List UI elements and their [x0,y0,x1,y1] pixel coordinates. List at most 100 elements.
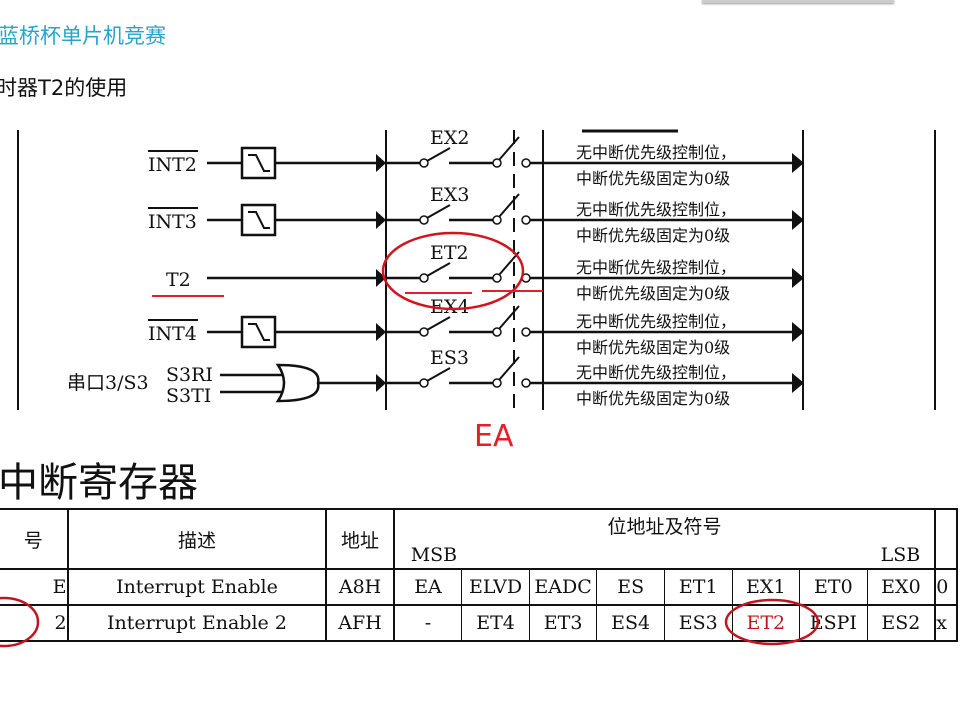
interrupt-diagram: INT2 EX2 无中断优先级控制位， 中断优先级固定为0级 INT3 EX3 无中断优先级… [17,127,936,410]
bit-cell: ES3 [663,606,732,640]
edge-glyph [248,154,270,172]
header-bits-title: 位地址及符号 [607,516,722,538]
priority-note: 中断优先级固定为0级 [576,389,730,408]
cell-addr: AFH [325,604,395,642]
switch-contact [521,273,531,283]
switch-lever [426,204,451,219]
bit-cell: EA [414,576,442,598]
header-desc: 描述 [66,508,328,570]
priority-note: 无中断优先级控制位， [576,363,736,382]
falling-edge-icon [240,203,277,237]
ea-switch-lever [498,193,520,218]
bit-cell: ET3 [528,606,597,640]
edge-glyph [248,211,270,229]
header-msb: MSB [410,544,458,566]
ea-switch-lever [498,251,520,276]
source-label: INT2 [148,154,197,176]
source-label: S3RI [166,364,213,386]
lesson-title: 时器T2的使用 [0,76,128,100]
switch-lever [426,316,451,331]
switch-contact [419,378,429,388]
enable-switch-label: EX3 [430,184,469,206]
source-label: T2 [166,269,191,291]
switch-contact [492,327,502,337]
bit-cell: ET1 [663,570,732,604]
switch-contact [521,327,531,337]
bit-cell: EX1 [731,570,800,604]
arrow-icon [792,210,804,230]
priority-note: 无中断优先级控制位， [576,200,736,219]
bit-cell: EX0 [866,570,935,604]
cell-desc: Interrupt Enable 2 [66,604,328,642]
source-label: INT3 [148,211,197,233]
switch-contact [492,378,502,388]
switch-contact [492,158,502,168]
source-label: INT4 [148,323,197,345]
cell-tail: 0 [934,568,958,606]
bit-cell: ES2 [866,606,935,640]
bit-cell: ELVD [461,570,529,604]
switch-lever [426,262,451,277]
switch-contact [521,378,531,388]
priority-note: 中断优先级固定为0级 [576,169,730,188]
header-lsb: LSB [880,544,921,566]
bit-cell: EADC [528,570,597,604]
cell-addr: A8H [325,568,395,606]
arrow-icon [376,211,386,229]
arrow-icon [792,373,804,393]
cell-desc: Interrupt Enable [66,568,328,606]
switch-contact [521,215,531,225]
header-addr: 地址 [325,508,395,570]
bit-cell: ES [596,570,664,604]
or-gate-icon [275,363,320,403]
bit-cell: ET4 [461,606,529,640]
bit-cell: ET2 [731,606,800,640]
switch-lever [426,147,451,162]
falling-edge-icon [240,315,277,349]
register-table: 号 描述 地址 位地址及符号 MSB LSB E Interrupt Enabl… [0,508,958,642]
bit-cell: ESPI [799,606,867,640]
section-title: 中断寄存器 [0,460,198,506]
switch-lever [426,367,451,382]
edge-glyph [248,323,270,341]
enable-switch-label: ES3 [430,347,469,369]
arrow-icon [376,323,386,341]
priority-note: 中断优先级固定为0级 [576,338,730,357]
header-bits: 位地址及符号 MSB LSB [392,508,937,570]
enable-switch-label: ET2 [430,242,469,264]
header-symbol: 号 [0,508,69,570]
arrow-icon [376,374,386,392]
ea-switch-lever [498,136,520,161]
cell-symbol: 2 [0,604,69,642]
enable-switch-label: EX4 [430,296,469,318]
priority-note: 中断优先级固定为0级 [576,284,730,303]
cell-tail: x [934,604,958,642]
cell-symbol: E [0,568,69,606]
table-header-row: 号 描述 地址 位地址及符号 MSB LSB [0,508,958,570]
source-label: S3TI [166,385,211,407]
header-tail [934,508,958,570]
priority-note: 无中断优先级控制位， [576,258,736,277]
switch-contact [419,215,429,225]
arrow-icon [376,269,386,287]
bit-cell: ES4 [596,606,664,640]
ea-switch-lever [498,305,520,330]
switch-contact [419,327,429,337]
serial-label: 串口3/S3 [67,372,149,394]
switch-contact [521,158,531,168]
switch-contact [492,215,502,225]
priority-note: 无中断优先级控制位， [576,143,736,162]
arrow-icon [792,153,804,173]
window-edge [702,0,894,3]
switch-contact [419,158,429,168]
bit-cell: - [424,612,432,634]
bit-cell: ET0 [799,570,867,604]
ea-switch-lever [498,356,520,381]
falling-edge-icon [240,146,277,180]
arrow-icon [792,268,804,288]
arrow-icon [792,322,804,342]
enable-switch-label: EX2 [430,127,469,149]
